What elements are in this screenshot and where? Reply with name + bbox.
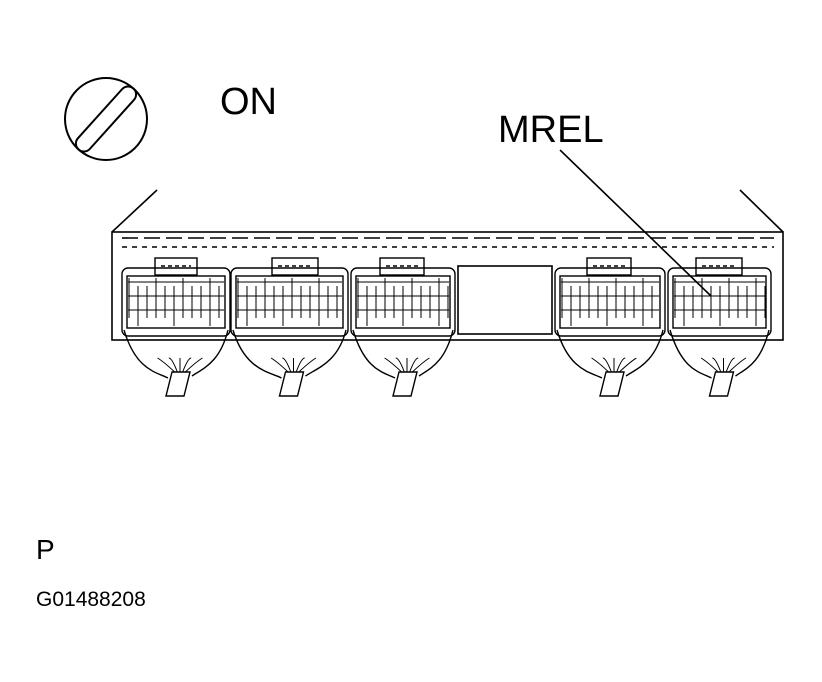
connector-housing <box>230 267 349 337</box>
wire-bundle <box>599 371 625 397</box>
connector-housing <box>121 267 231 337</box>
connector-latch <box>154 257 198 276</box>
wire-strand <box>712 357 722 373</box>
connector-5 <box>667 257 772 397</box>
wire-strand <box>602 357 612 373</box>
wire-strand <box>618 357 637 373</box>
wire-bundle <box>278 371 305 397</box>
wire-strand <box>182 357 192 373</box>
connector-housing <box>554 267 666 337</box>
connector-group <box>121 257 772 397</box>
harness-outline <box>735 329 770 377</box>
connector-face <box>355 275 451 329</box>
harness-outline <box>625 329 664 377</box>
wire-strand <box>409 357 419 373</box>
connector-housing <box>667 267 772 337</box>
wire-strand <box>270 357 289 373</box>
mrel-leader-line <box>559 149 712 297</box>
wire-strand <box>168 357 178 373</box>
harness-outline <box>232 329 282 379</box>
harness-outline <box>305 329 347 377</box>
wire-strand <box>616 357 626 373</box>
wire-strand <box>157 357 176 373</box>
wire-strand <box>298 357 317 373</box>
wire-strand <box>395 357 405 373</box>
wire-strand <box>725 357 735 373</box>
harness-outline <box>352 329 396 379</box>
connector-1 <box>121 257 231 397</box>
connector-face <box>672 275 767 329</box>
harness-outline <box>556 329 603 379</box>
figure-id-label: G01488208 <box>36 588 146 611</box>
connector-latch <box>379 257 425 276</box>
wire-strand <box>384 357 403 373</box>
connector-face <box>126 275 226 329</box>
mrel-pin-label: MREL <box>498 109 604 151</box>
harness-outline <box>418 329 454 377</box>
wire-strand <box>728 357 747 373</box>
connector-latch <box>695 257 743 276</box>
connector-latch <box>586 257 632 276</box>
harness-outline <box>191 329 229 377</box>
connector-face <box>559 275 661 329</box>
connector-2 <box>230 257 349 397</box>
wire-strand <box>700 357 719 373</box>
ignition-on-label: ON <box>220 81 277 123</box>
wire-strand <box>411 357 430 373</box>
connector-3 <box>350 257 456 397</box>
connector-face <box>235 275 344 329</box>
wire-bundle <box>392 371 418 397</box>
wire-strand <box>282 357 292 373</box>
wire-strand <box>184 357 203 373</box>
wire-strand <box>295 357 305 373</box>
wire-bundle <box>708 371 735 397</box>
harness-outline <box>123 329 169 379</box>
wire-strand <box>591 357 610 373</box>
ecu-housing <box>111 189 784 341</box>
connector-4 <box>554 257 666 397</box>
connector-housing <box>350 267 456 337</box>
ignition-key-switch-icon <box>64 77 148 161</box>
view-code-label: P <box>36 534 55 565</box>
connector-latch <box>271 257 319 276</box>
wire-bundle <box>165 371 191 397</box>
harness-outline <box>669 329 712 379</box>
